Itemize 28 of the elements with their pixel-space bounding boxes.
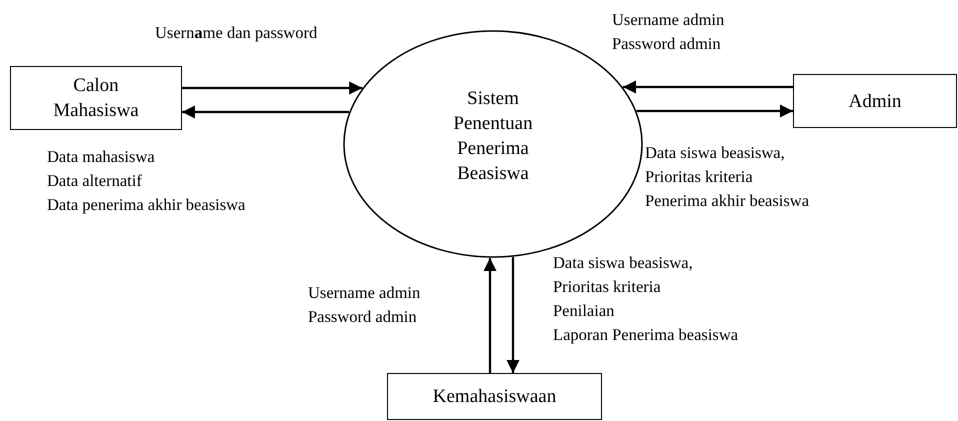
flow-label: Username admin bbox=[308, 283, 420, 303]
entity-box bbox=[387, 373, 602, 420]
arrow bbox=[636, 104, 793, 118]
arrow bbox=[182, 105, 350, 119]
flow-label: Password admin bbox=[308, 307, 417, 327]
flow-label: Username admin bbox=[612, 10, 724, 30]
flow-label: Data alternatif bbox=[47, 171, 142, 191]
arrow bbox=[182, 81, 362, 95]
arrow bbox=[506, 256, 520, 373]
flow-label: Prioritas kriteria bbox=[553, 277, 661, 297]
arrow bbox=[622, 80, 793, 94]
node-label: Calon Mahasiswa bbox=[52, 74, 140, 123]
flow-label: Password admin bbox=[612, 34, 721, 54]
flow-label: Penerima akhir beasiswa bbox=[645, 191, 810, 211]
flow-label: Laporan Penerima beasiswa bbox=[553, 325, 738, 345]
node-label: Kemahasiswaan bbox=[432, 385, 558, 409]
flow-label: Prioritas kriteria bbox=[645, 167, 753, 187]
entity-box bbox=[793, 74, 957, 128]
flow-label: Data siswa beasiswa, bbox=[645, 143, 785, 163]
flow-label: Data siswa beasiswa, bbox=[553, 253, 693, 273]
arrow bbox=[483, 258, 497, 373]
flow-label: Username dan password bbox=[155, 23, 318, 43]
flow-label: Data mahasiswa bbox=[47, 147, 155, 167]
flow-label: Penilaian bbox=[553, 301, 614, 321]
node-label: Sistem Penentuan Penerima Beasiswa bbox=[452, 87, 534, 186]
flow-label: Data penerima akhir beasiswa bbox=[47, 195, 246, 215]
node-label: Admin bbox=[848, 90, 902, 114]
entity-box bbox=[10, 66, 182, 130]
